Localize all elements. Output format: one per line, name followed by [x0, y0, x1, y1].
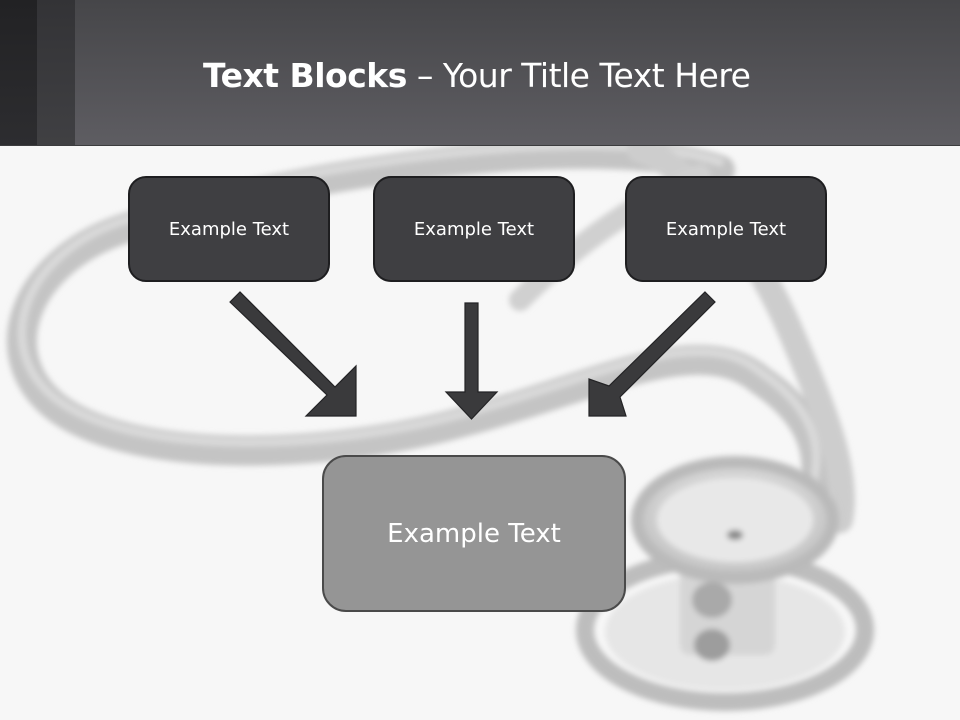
- source-box-1[interactable]: Example Text: [128, 176, 330, 282]
- slide-title-bold: Text Blocks: [203, 56, 407, 95]
- source-box-1-label: Example Text: [168, 218, 290, 240]
- slide-title: Text Blocks – Your Title Text Here: [203, 53, 751, 99]
- source-box-2-label: Example Text: [413, 218, 535, 240]
- header-accent-stripe-mid: [37, 0, 75, 145]
- source-box-3-label: Example Text: [665, 218, 787, 240]
- source-box-3[interactable]: Example Text: [625, 176, 827, 282]
- slide-title-rest: – Your Title Text Here: [406, 56, 751, 95]
- source-box-2[interactable]: Example Text: [373, 176, 575, 282]
- target-box-label: Example Text: [387, 518, 561, 549]
- target-box[interactable]: Example Text: [322, 455, 626, 612]
- title-bar: Text Blocks – Your Title Text Here: [0, 0, 960, 146]
- header-accent-stripe-dark: [0, 0, 37, 145]
